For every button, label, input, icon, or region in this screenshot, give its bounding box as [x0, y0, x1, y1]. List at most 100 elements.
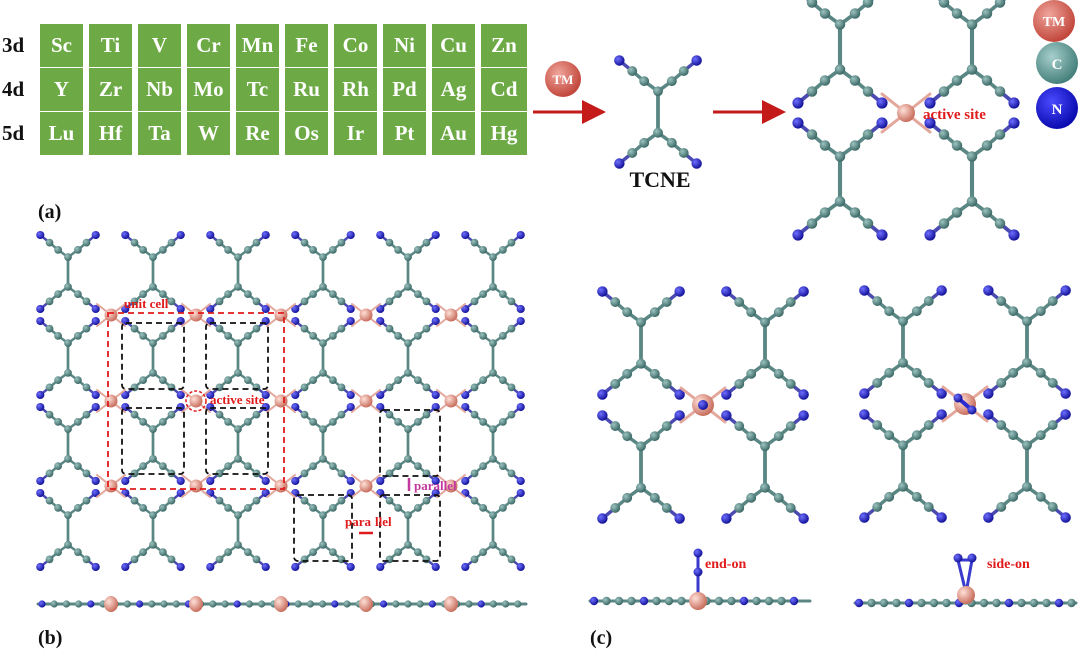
nitrogen-atom	[953, 553, 963, 563]
nitrogen-atom	[376, 316, 385, 326]
carbon-atom	[224, 504, 232, 512]
carbon-atom	[74, 332, 82, 340]
carbon-atom	[300, 410, 309, 419]
legend-n-label: N	[1052, 102, 1063, 118]
nitrogen-atom	[721, 513, 732, 524]
carbon-atom	[75, 600, 83, 608]
carbon-atom	[385, 297, 394, 306]
nitrogen-atom	[376, 304, 385, 314]
carbon-atom	[785, 297, 796, 307]
carbon-atom	[661, 379, 672, 389]
carbon-atom	[394, 290, 402, 298]
nitrogen-atom	[789, 596, 799, 606]
carbon-atom	[470, 496, 479, 505]
carbon-atom	[636, 358, 646, 369]
carbon-atom	[981, 8, 993, 19]
carbon-atom	[414, 504, 422, 512]
carbon-atom	[82, 324, 91, 333]
carbon-atom	[1022, 481, 1032, 492]
carbon-atom	[951, 140, 963, 151]
side-on-metal	[957, 586, 975, 604]
carbon-atom	[130, 469, 139, 478]
carbon-atom	[139, 462, 147, 470]
element-cell-pd: Pd	[383, 68, 426, 111]
carbon-atom	[74, 246, 82, 254]
carbon-atom	[54, 376, 62, 384]
carbon-atom	[74, 418, 82, 426]
carbon-atom	[394, 332, 402, 340]
carbon-atom	[130, 496, 139, 505]
carbon-atom	[627, 66, 638, 76]
carbon-atom	[819, 140, 831, 151]
element-cell-lu: Lu	[40, 112, 83, 155]
carbon-atom	[479, 246, 487, 254]
carbon-atom	[319, 540, 327, 549]
carbon-atom	[329, 376, 337, 384]
nitrogen-atom	[904, 598, 914, 608]
end-on-metal	[689, 592, 707, 610]
carbon-atom	[234, 511, 242, 520]
parallel-label-1: parallel	[414, 478, 457, 493]
carbon-atom	[636, 317, 646, 328]
carbon-atom	[966, 19, 978, 30]
nitrogen-atom	[36, 562, 45, 572]
dashed-region-box	[205, 322, 269, 390]
carbon-atom	[1022, 316, 1032, 327]
carbon-atom	[139, 418, 147, 426]
carbon-atom	[329, 462, 337, 470]
carbon-atom	[666, 137, 677, 148]
carbon-atom	[664, 596, 674, 606]
carbon-atom	[610, 379, 621, 389]
carbon-atom	[610, 421, 621, 431]
carbon-atom	[470, 383, 479, 392]
carbon-atom	[167, 383, 176, 392]
carbon-atom	[862, 86, 874, 97]
carbon-atom	[139, 504, 147, 512]
element-cell-y: Y	[40, 68, 83, 111]
carbon-atom	[45, 469, 54, 478]
carbon-atom	[610, 503, 621, 513]
carbon-atom	[309, 376, 317, 384]
nitrogen-atom	[176, 402, 185, 412]
carbon-atom	[300, 238, 309, 247]
carbon-atom	[252, 383, 261, 392]
carbon-atom	[923, 296, 934, 306]
nitrogen-atom	[376, 476, 385, 486]
carbon-atom	[938, 86, 950, 97]
carbon-atom	[167, 410, 176, 419]
lattice-metal	[274, 394, 288, 408]
carbon-atom	[627, 148, 638, 158]
end-on-label: end-on	[705, 557, 746, 572]
carbon-atom	[319, 368, 327, 377]
carbon-atom	[337, 496, 346, 505]
carbon-atom	[884, 306, 895, 317]
nitrogen-atom	[859, 388, 870, 399]
carbon-atom	[636, 482, 646, 493]
carbon-atom	[951, 75, 963, 86]
tcne-molecule	[614, 55, 702, 169]
carbon-atom	[422, 410, 431, 419]
carbon-atom	[422, 383, 431, 392]
carbon-atom	[849, 140, 861, 151]
carbon-atom	[649, 431, 660, 442]
carbon-atom	[234, 368, 242, 377]
unit-cell-label: unit cell	[124, 296, 169, 311]
carbon-atom	[773, 307, 784, 318]
carbon-atom	[252, 555, 261, 564]
carbon-atom	[849, 8, 861, 19]
carbon-atom	[777, 596, 786, 606]
unit-cell-overlay	[107, 312, 441, 562]
nitrogen-atom	[983, 285, 994, 296]
carbon-atom	[167, 297, 176, 306]
element-cell-ru: Ru	[285, 68, 328, 111]
carbon-atom	[139, 332, 147, 340]
carbon-atom	[414, 332, 422, 340]
carbon-atom	[404, 540, 412, 549]
nitrogen-atom	[376, 230, 385, 240]
carbon-atom	[300, 555, 309, 564]
carbon-atom	[300, 324, 309, 333]
carbon-atom	[167, 555, 176, 564]
carbon-atom	[602, 596, 611, 606]
nitrogen-atom	[859, 285, 870, 296]
nitrogen-atom	[346, 304, 355, 314]
